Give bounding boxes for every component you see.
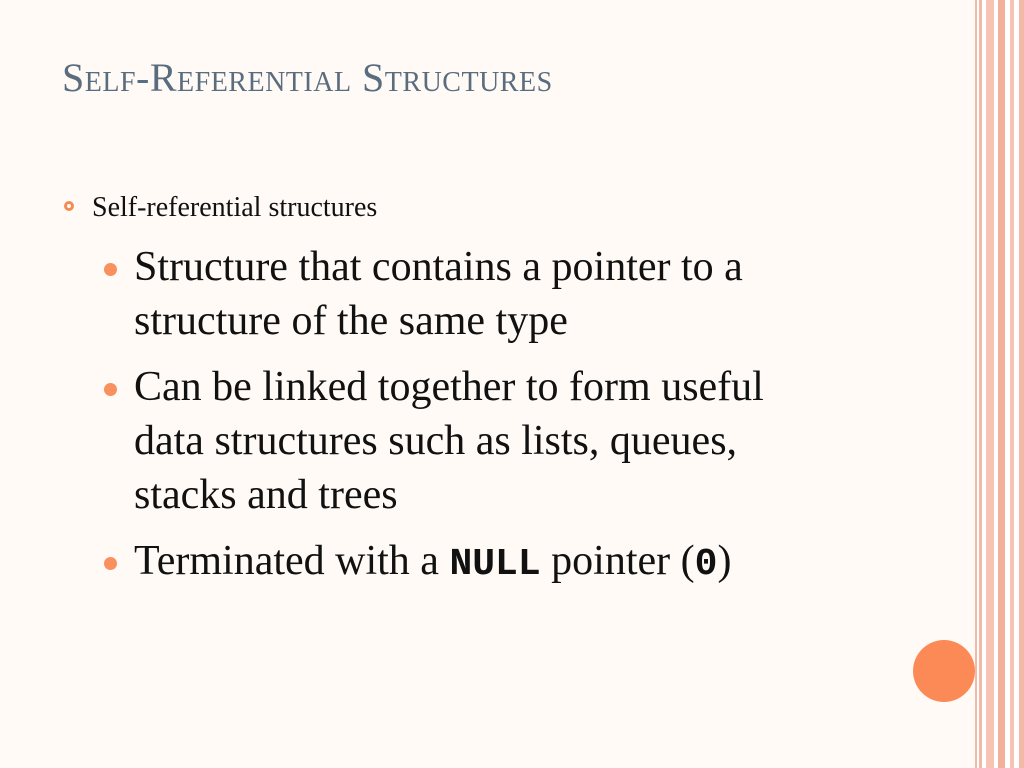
accent-circle [913,640,975,702]
sub-bullet-list: Structure that contains a pointer to a s… [104,240,844,604]
sub-bullet-text-end: ) [717,538,732,584]
sub-bullet-text: Can be linked together to form useful da… [134,364,764,518]
null-keyword: NULL [449,543,541,586]
sub-bullet-item: Terminated with a NULL pointer (0) [104,534,844,592]
sub-bullet-item: Can be linked together to form useful da… [104,360,844,522]
decorative-stripe [1019,0,1024,768]
bullet-dot-icon [104,263,117,276]
decorative-stripe [1010,0,1014,768]
sub-bullet-text-middle: pointer ( [540,538,695,584]
sub-bullet-text-start: Terminated with a [134,538,450,584]
bullet-dot-icon [104,383,117,396]
slide-title: Self-Referential Structures [62,55,553,100]
sub-bullet-item: Structure that contains a pointer to a s… [104,240,844,348]
level1-bullet-text: Self-referential structures [92,192,378,223]
sub-bullet-text: Structure that contains a pointer to a s… [134,244,743,344]
decorative-stripe [979,0,982,768]
decorative-stripe [986,0,994,768]
slide-panel [975,0,977,768]
zero-literal: 0 [694,543,718,586]
hollow-bullet-icon [64,201,74,211]
bullet-dot-icon [104,557,117,570]
decorative-stripe [998,0,1005,768]
